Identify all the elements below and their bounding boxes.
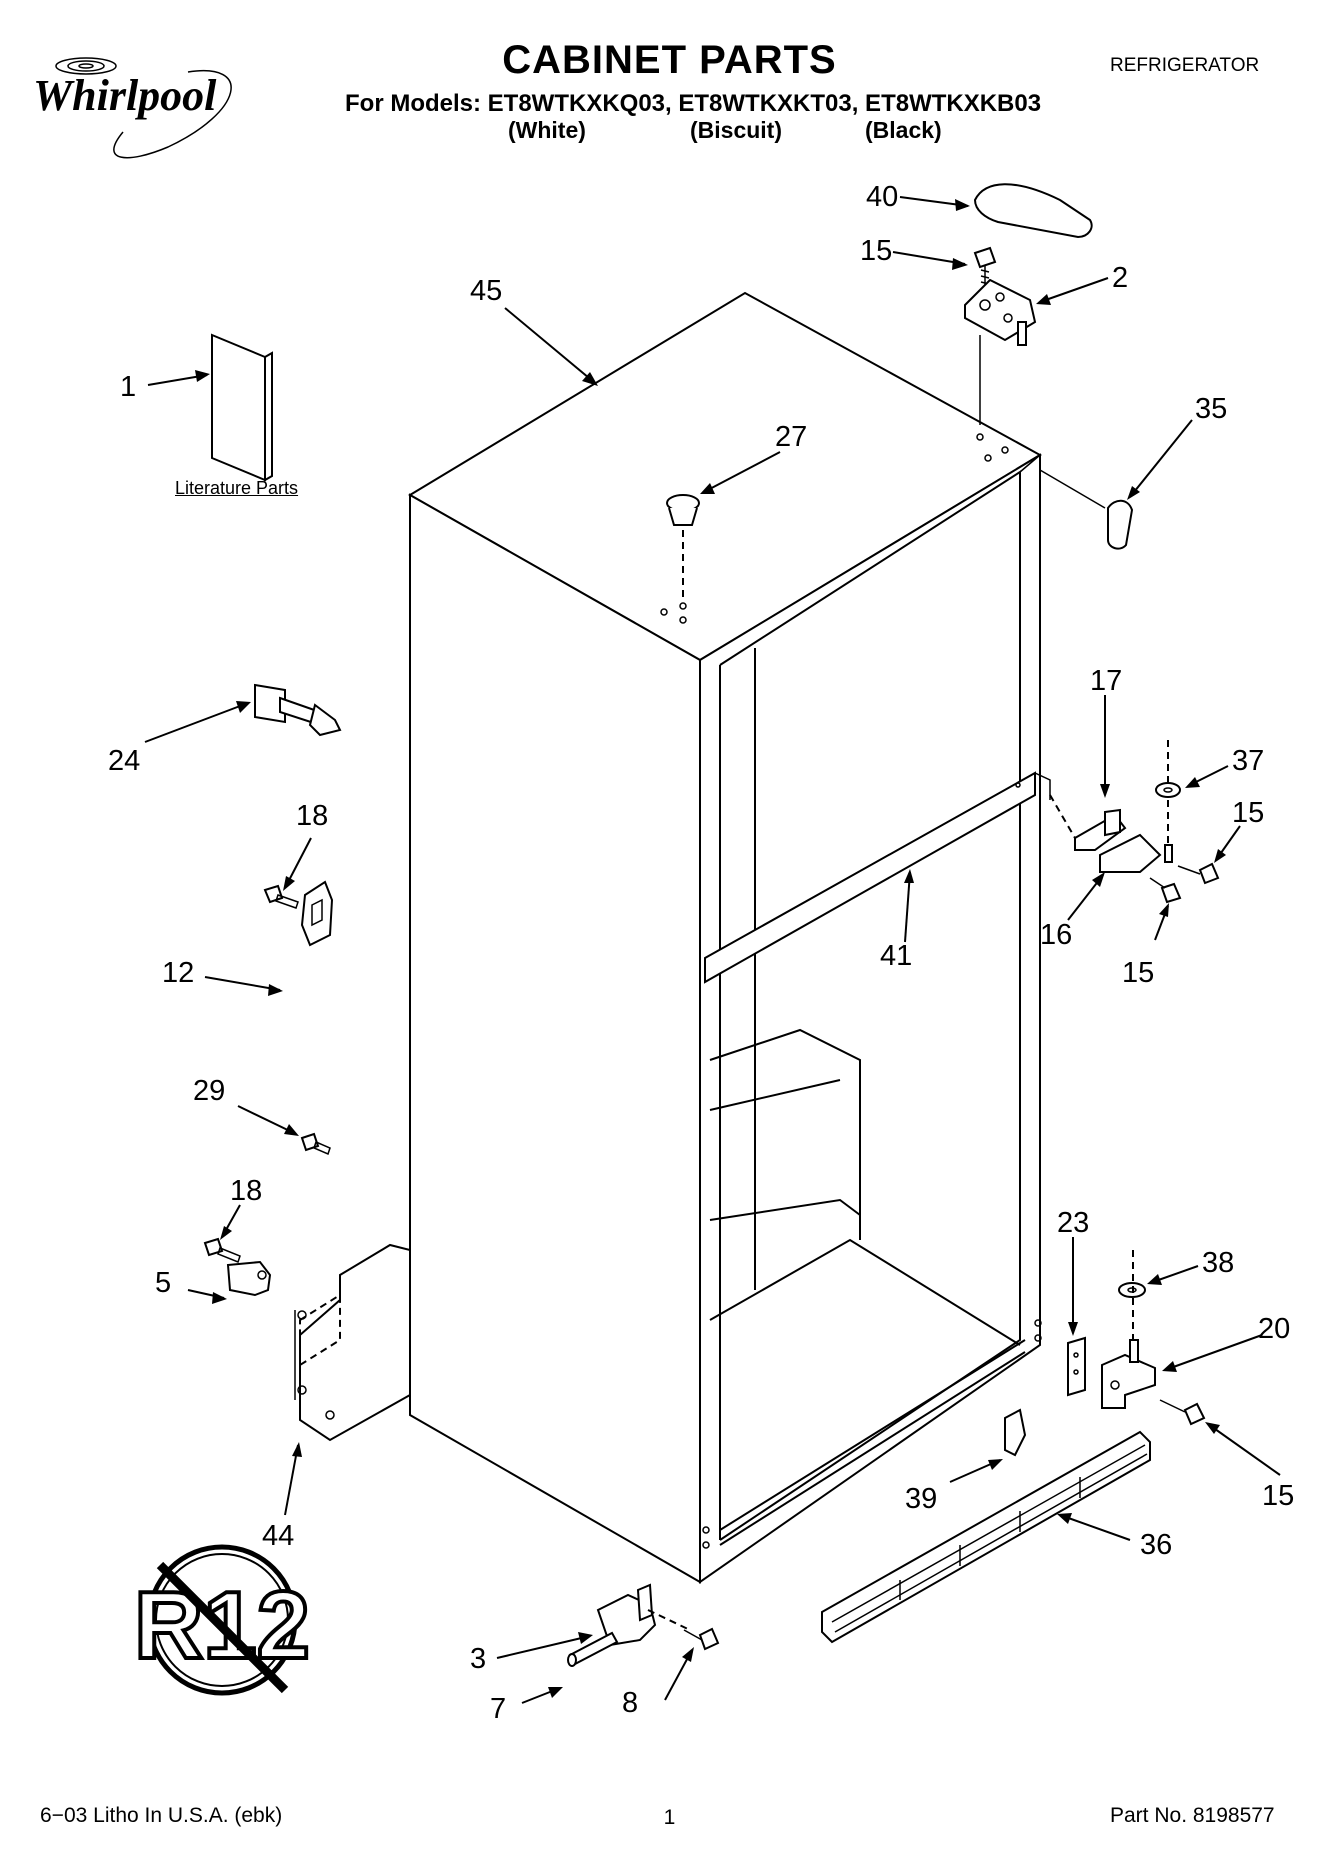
screw-29 bbox=[300, 1132, 331, 1156]
bracket-12 bbox=[300, 880, 334, 947]
leveling-pin-7 bbox=[567, 1631, 619, 1667]
center-hinge-17 bbox=[1049, 794, 1127, 851]
toe-grille-36 bbox=[821, 1430, 1151, 1644]
page-title: CABINET PARTS bbox=[502, 38, 837, 82]
liner-contour bbox=[709, 1028, 1026, 1546]
callout-7: 7 bbox=[490, 1693, 506, 1725]
clip-39 bbox=[1004, 1408, 1027, 1457]
callout-15-center: 15 bbox=[1122, 957, 1154, 989]
color-black: (Black) bbox=[865, 117, 942, 143]
literature-parts-label: Literature Parts bbox=[175, 478, 299, 498]
screw-18-upper bbox=[263, 884, 299, 909]
center-hinge-16 bbox=[1099, 740, 1173, 873]
callout-18-upper: 18 bbox=[296, 800, 328, 832]
screw-15-bottom bbox=[1159, 1399, 1206, 1426]
callout-18-lower: 18 bbox=[230, 1175, 262, 1207]
screw-18-lower bbox=[203, 1237, 241, 1263]
brand-name: Whirlpool bbox=[33, 71, 217, 120]
callout-17: 17 bbox=[1090, 665, 1122, 697]
callout-29: 29 bbox=[193, 1075, 225, 1107]
hinge-cover-35 bbox=[1039, 469, 1134, 550]
clamp-5 bbox=[226, 1260, 272, 1297]
divider-bar bbox=[704, 771, 1051, 984]
callout-44: 44 bbox=[262, 1520, 294, 1552]
callout-2: 2 bbox=[1112, 262, 1128, 294]
shim-23 bbox=[1067, 1336, 1086, 1397]
callout-40: 40 bbox=[866, 181, 898, 213]
footer-litho: 6−03 Litho In U.S.A. (ebk) bbox=[40, 1804, 283, 1827]
callout-8: 8 bbox=[622, 1687, 638, 1719]
callout-labels: 40 15 2 45 1 35 27 17 37 15 24 18 41 16 … bbox=[108, 181, 1294, 1725]
hinge-cover-40 bbox=[973, 183, 1093, 239]
whirlpool-logo: Whirlpool bbox=[28, 52, 258, 177]
leader-lines bbox=[144, 196, 1281, 1704]
back-panel-44 bbox=[294, 1243, 411, 1442]
callout-37: 37 bbox=[1232, 745, 1264, 777]
top-hinge-2 bbox=[964, 278, 1037, 425]
color-white: (White) bbox=[508, 117, 586, 143]
callout-24: 24 bbox=[108, 745, 140, 777]
document-type: REFRIGERATOR bbox=[1110, 55, 1260, 76]
cabinet-shell bbox=[408, 291, 1043, 1584]
washer-38 bbox=[1118, 1250, 1146, 1340]
callout-36: 36 bbox=[1140, 1529, 1172, 1561]
callout-20: 20 bbox=[1258, 1313, 1290, 1345]
callout-41: 41 bbox=[880, 940, 912, 972]
callout-39: 39 bbox=[905, 1483, 937, 1515]
washer-37 bbox=[1155, 782, 1181, 798]
color-biscuit: (Biscuit) bbox=[690, 117, 782, 143]
callout-27: 27 bbox=[775, 421, 807, 453]
callout-23: 23 bbox=[1057, 1207, 1089, 1239]
callout-16: 16 bbox=[1040, 919, 1072, 951]
callout-5: 5 bbox=[155, 1267, 171, 1299]
footer-part-number: Part No. 8198577 bbox=[1110, 1804, 1275, 1827]
callout-1: 1 bbox=[120, 371, 136, 403]
no-r12-badge-icon: R12 bbox=[132, 1544, 312, 1696]
bottom-hinge-20 bbox=[1101, 1339, 1156, 1409]
callout-15-bottom: 15 bbox=[1262, 1480, 1294, 1512]
screw-15-right bbox=[1177, 862, 1220, 885]
callout-38: 38 bbox=[1202, 1247, 1234, 1279]
model-list: For Models: ET8WTKXKQ03, ET8WTKXKT03, ET… bbox=[345, 90, 1042, 117]
shelf-support-24 bbox=[254, 683, 342, 737]
screw-15-center bbox=[1149, 877, 1182, 904]
callout-15-top: 15 bbox=[860, 235, 892, 267]
literature-parts-1 bbox=[211, 333, 273, 482]
plug-27 bbox=[666, 494, 700, 600]
callout-3: 3 bbox=[470, 1643, 486, 1675]
callout-35: 35 bbox=[1195, 393, 1227, 425]
footer-page-number: 1 bbox=[663, 1806, 676, 1829]
callout-12: 12 bbox=[162, 957, 194, 989]
callout-15-right: 15 bbox=[1232, 797, 1264, 829]
callout-45: 45 bbox=[470, 275, 502, 307]
screw-8 bbox=[647, 1609, 720, 1651]
